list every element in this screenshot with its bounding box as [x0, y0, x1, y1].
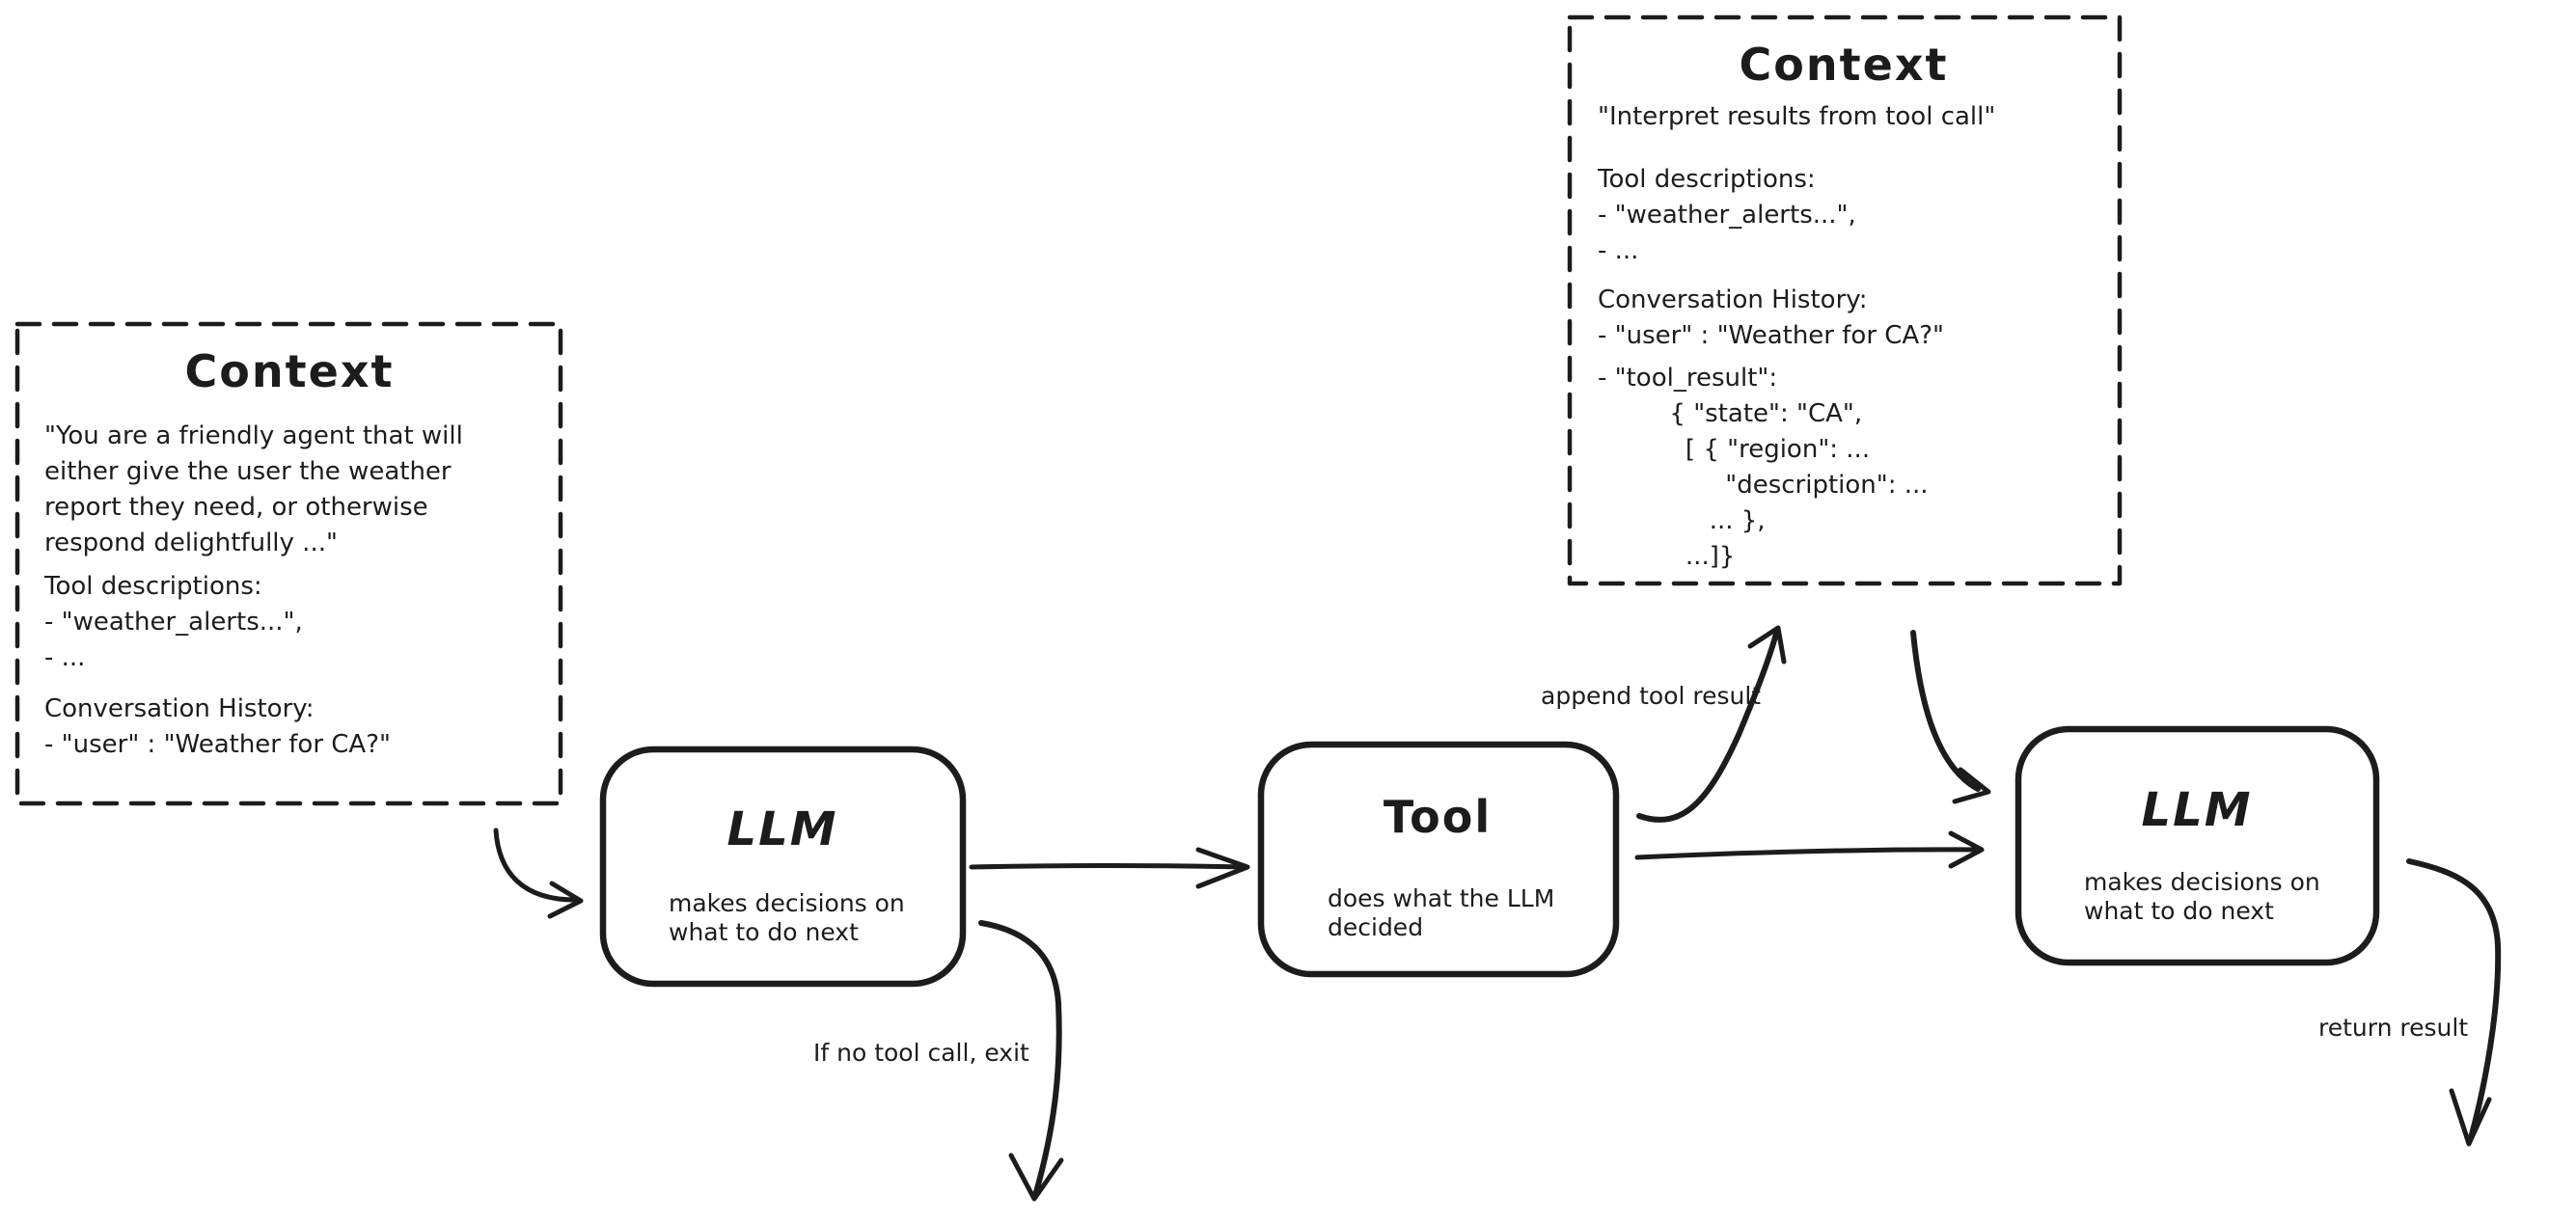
context-top-system-prompt: "Interpret results from tool call" — [1598, 102, 1996, 131]
llm-first-title: LLM — [726, 802, 838, 856]
context-top-title: Context — [1739, 39, 1949, 91]
llm-second-node-box — [2014, 725, 2380, 966]
edge-label-if-no-tool-call-exit: If no tool call, exit — [813, 1039, 1029, 1067]
arrowhead-llm-to-tool — [1195, 847, 1250, 889]
arrow-llm-exit — [978, 920, 1062, 1195]
llm-second-subtitle: makes decisions on what to do next — [2084, 868, 2320, 925]
context-top-conversation-history: Conversation History: - "user" : "Weathe… — [1598, 285, 1944, 350]
tool-title: Tool — [1383, 791, 1493, 843]
arrowhead-context-left-to-llm — [547, 881, 584, 919]
llm-first-node-box — [599, 746, 967, 988]
arrow-context-left-to-llm — [493, 828, 578, 903]
context-left-system-prompt: "You are a friendly agent that will eith… — [44, 421, 463, 557]
context-left-box — [14, 321, 563, 806]
arrowhead-tool-to-context — [1747, 625, 1787, 665]
llm-second-title: LLM — [2141, 783, 2253, 837]
arrow-tool-to-llm — [1634, 847, 1977, 860]
arrowhead-llm-return — [2449, 1088, 2492, 1147]
llm-first-subtitle: makes decisions on what to do next — [669, 889, 905, 946]
arrowhead-llm-exit — [1008, 1153, 1064, 1202]
context-left-title: Context — [184, 345, 395, 397]
context-left-tool-descriptions: Tool descriptions: - "weather_alerts..."… — [44, 572, 303, 672]
arrow-llm-return — [2406, 858, 2502, 1141]
arrow-tool-to-context — [1636, 631, 1779, 823]
tool-node-box — [1257, 741, 1620, 978]
edge-label-return-result: return result — [2318, 1014, 2469, 1042]
arrow-llm-to-tool — [969, 863, 1246, 870]
arrow-context-to-llm-second — [1910, 630, 1981, 792]
edge-label-append-tool-result: append tool result — [1541, 682, 1762, 710]
arrowhead-tool-to-llm — [1948, 830, 1985, 869]
tool-subtitle: does what the LLM decided — [1328, 884, 1555, 941]
arrowhead-context-to-llm-second — [1952, 767, 1991, 804]
context-left-conversation-history: Conversation History: - "user" : "Weathe… — [44, 694, 391, 759]
context-top-tool-descriptions: Tool descriptions: - "weather_alerts..."… — [1598, 165, 1856, 265]
context-top-tool-result: - "tool_result": { "state": "CA", [ { "r… — [1598, 364, 1929, 571]
context-top-box — [1567, 14, 2123, 586]
